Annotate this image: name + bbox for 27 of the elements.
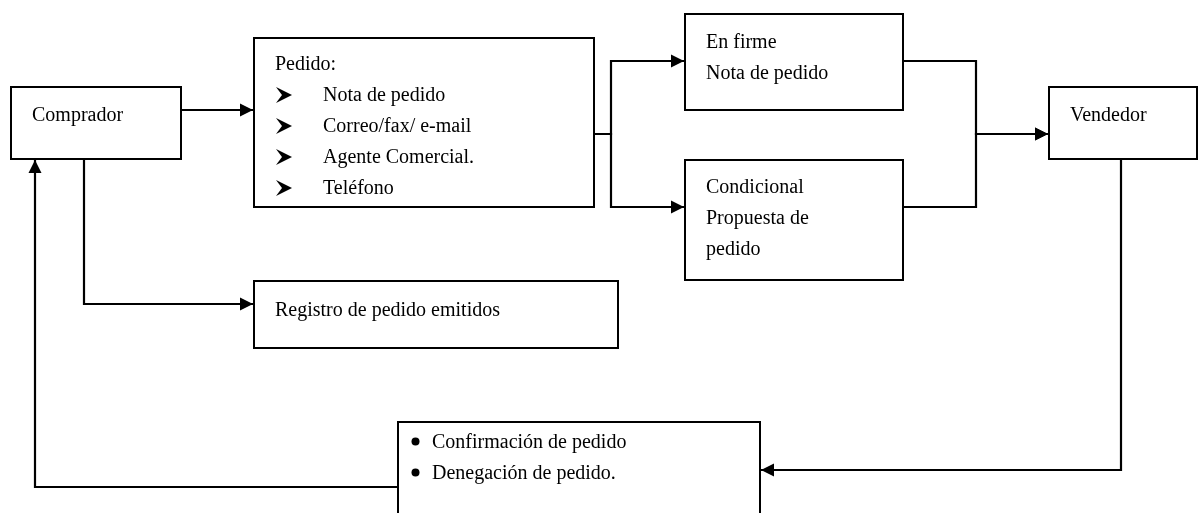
box-label: En firme bbox=[706, 29, 778, 54]
arrow bbox=[761, 160, 1123, 477]
arrow bbox=[182, 103, 253, 117]
process-box bbox=[684, 13, 904, 111]
process-box bbox=[253, 37, 595, 208]
box-label: Pedido: bbox=[275, 51, 338, 76]
arrow bbox=[28, 160, 397, 489]
box-text: Propuesta de pedido bbox=[706, 205, 810, 262]
process-box bbox=[397, 421, 761, 513]
list-item: Teléfono bbox=[323, 175, 394, 200]
arrow bbox=[82, 160, 253, 311]
process-box bbox=[253, 280, 619, 349]
box-label: Registro de pedido emitidos bbox=[275, 297, 501, 323]
list-item: Nota de pedido bbox=[323, 82, 446, 108]
box-label: Condicional bbox=[706, 174, 805, 199]
list-item: Denegación de pedido. bbox=[432, 460, 616, 486]
arrow bbox=[904, 127, 1048, 209]
process-box bbox=[10, 86, 182, 160]
process-box bbox=[1048, 86, 1198, 160]
box-label: Comprador bbox=[32, 102, 125, 128]
arrow bbox=[595, 132, 684, 214]
list-item: Confirmación de pedido bbox=[432, 429, 627, 455]
process-box bbox=[684, 159, 904, 281]
list-item: Correo/fax/ e-mail bbox=[323, 113, 472, 138]
box-text: Nota de pedido bbox=[706, 60, 830, 86]
list-item: Agente Comercial. bbox=[323, 144, 475, 170]
box-label: Vendedor bbox=[1070, 102, 1148, 127]
